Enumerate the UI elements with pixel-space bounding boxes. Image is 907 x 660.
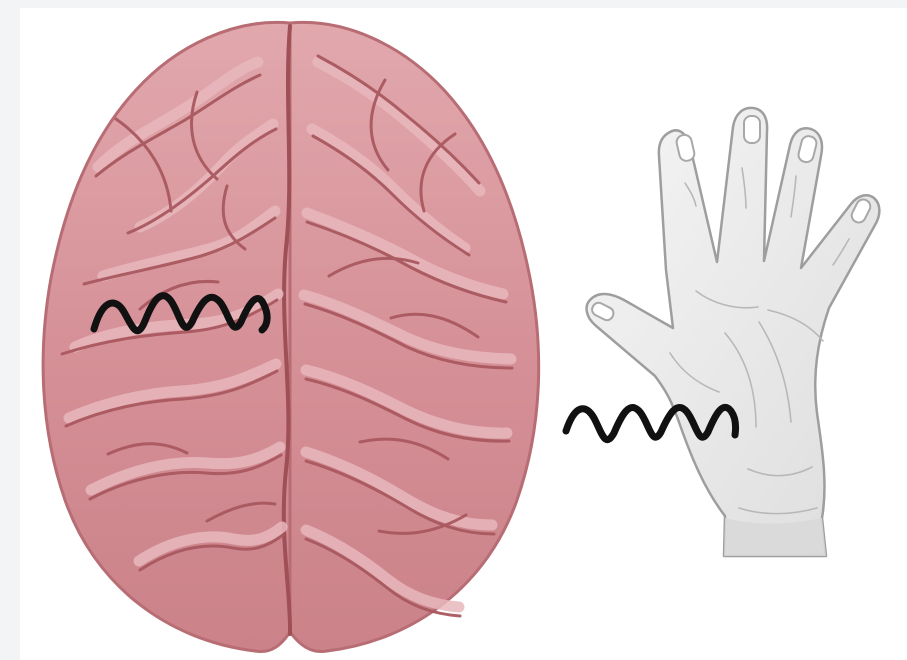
hand-outline [587, 108, 880, 556]
brain-icon [43, 22, 539, 651]
diagram-canvas [20, 8, 907, 660]
brain-hand-diagram [20, 8, 907, 660]
hand-icon [587, 108, 880, 556]
hand-wrist-shadow [724, 518, 826, 556]
